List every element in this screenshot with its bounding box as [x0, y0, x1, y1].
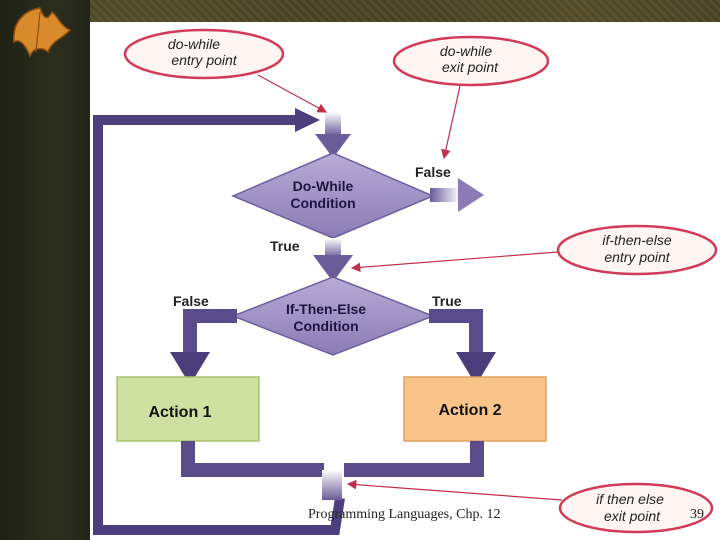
merge-right-line — [344, 441, 484, 477]
loop-back-arrowhead — [295, 108, 320, 132]
label-true-right: True — [432, 293, 462, 309]
label-true-mid: True — [270, 238, 300, 254]
callout-do-while-entry-line2: entry point — [171, 52, 237, 68]
if-then-else-diamond — [230, 276, 436, 356]
callout-do-while-entry: do-while entry point — [123, 28, 328, 113]
true-branch-line — [429, 309, 483, 355]
callout-do-while-exit: do-while exit point — [392, 35, 550, 160]
action1-label: Action 1 — [148, 404, 211, 421]
loop-back-line — [93, 115, 345, 535]
true-down-arrowhead — [313, 255, 353, 282]
leaf-icon — [13, 7, 72, 59]
label-false-left: False — [173, 293, 209, 309]
false-branch-arrowhead — [170, 352, 210, 385]
do-while-entry-shaft — [325, 112, 341, 136]
callout-if-exit-line1: if then else — [596, 491, 664, 507]
sidebar-strip — [0, 0, 90, 540]
if-then-else-line1: If-Then-Else — [286, 301, 366, 317]
callout-do-while-exit-line2: exit point — [442, 59, 499, 75]
do-while-line1: Do-While — [293, 178, 354, 194]
if-then-else-line2: Condition — [293, 318, 358, 334]
callout-if-exit: if then else exit point — [346, 479, 714, 534]
callout-if-exit-line2: exit point — [604, 508, 661, 524]
label-false-top: False — [415, 164, 451, 180]
true-down-shaft — [325, 238, 341, 258]
callout-if-entry-line1: if-then-else — [602, 232, 671, 248]
callout-do-while-exit-line1: do-while — [440, 43, 492, 59]
true-branch-arrowhead — [456, 352, 496, 385]
false-exit-shaft — [430, 188, 460, 202]
false-exit-arrowhead — [458, 178, 484, 212]
false-branch-line — [183, 309, 237, 355]
action2-label: Action 2 — [438, 402, 501, 419]
page-number: 39 — [690, 507, 704, 522]
do-while-line2: Condition — [290, 195, 355, 211]
action2-box — [403, 376, 547, 442]
merge-left-line — [181, 441, 324, 477]
callout-if-entry-line2: entry point — [604, 249, 670, 265]
merge-down-shaft — [322, 470, 342, 500]
callout-do-while-entry-line1: do-while — [168, 36, 220, 52]
footer-text: Programming Languages, Chp. 12 — [308, 507, 501, 522]
action1-box — [116, 376, 260, 442]
do-while-entry-arrowhead — [315, 134, 351, 158]
callout-if-entry: if-then-else entry point — [350, 224, 718, 276]
